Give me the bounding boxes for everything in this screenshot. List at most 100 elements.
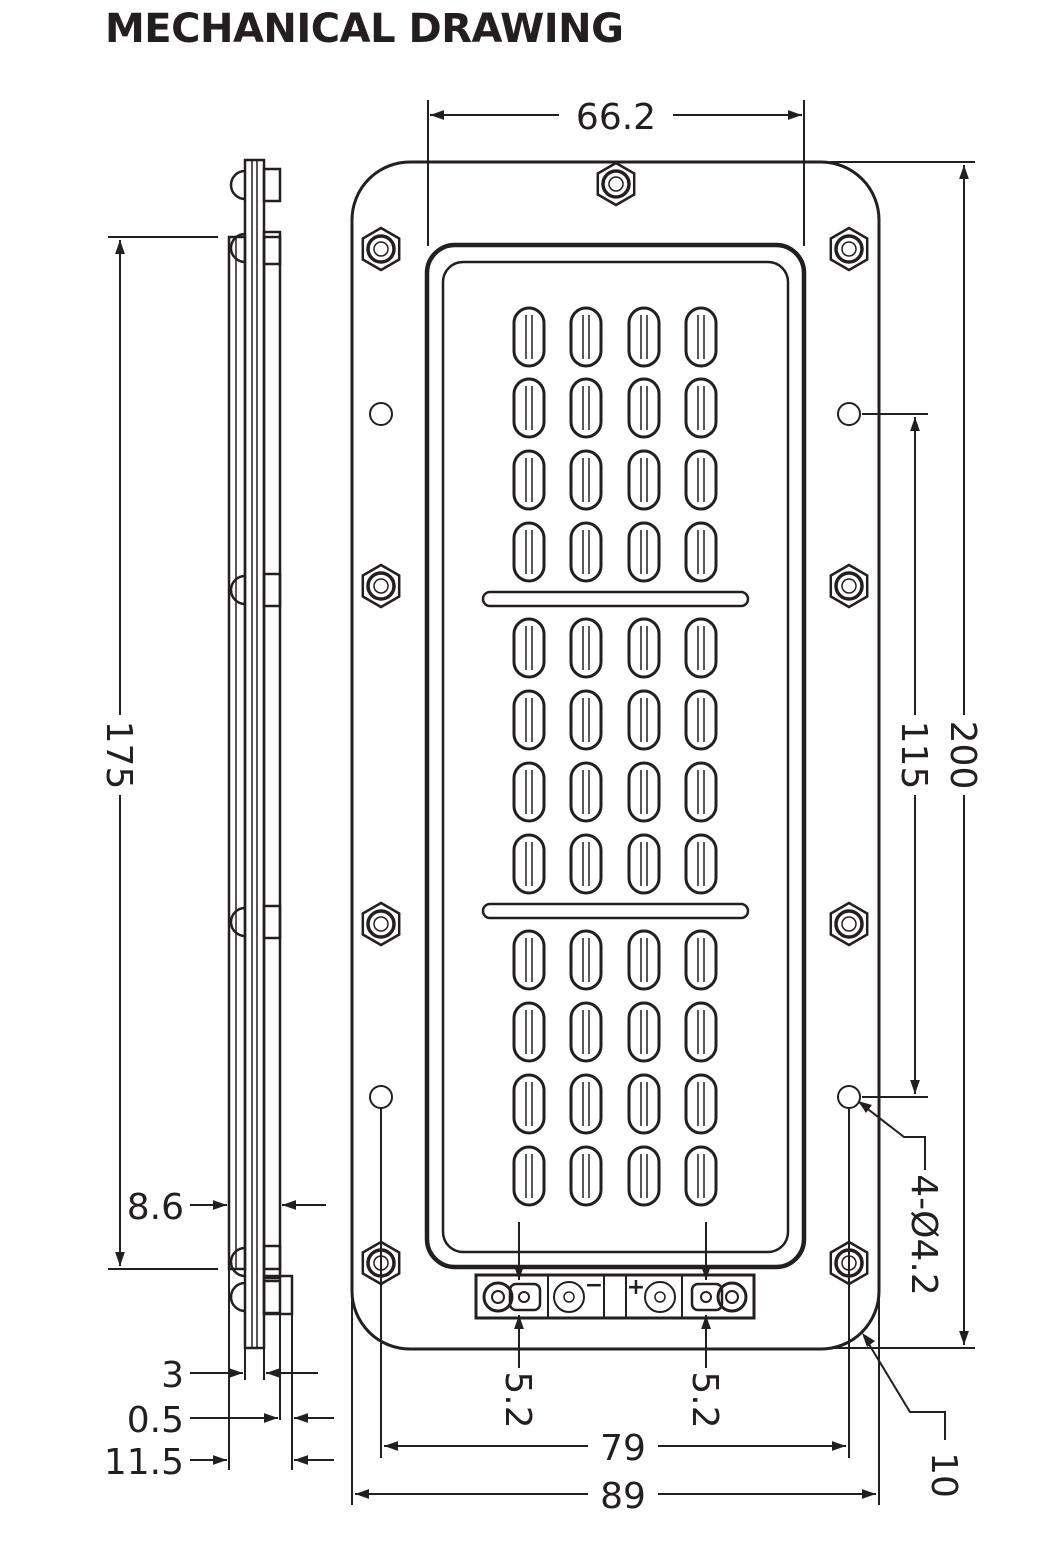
hex-nut-icon <box>596 161 636 207</box>
dim-0-5: 0.5 <box>127 1400 184 1441</box>
slot <box>512 1001 546 1063</box>
slot <box>512 521 546 583</box>
slot <box>512 833 546 895</box>
dim-89: 89 <box>600 1476 646 1517</box>
divider-bar-bottom <box>481 902 750 920</box>
slot <box>627 617 661 679</box>
side-terminal <box>262 1274 294 1316</box>
slot <box>627 1145 661 1207</box>
mounting-hole <box>837 1085 861 1109</box>
terminal-minus-label: − <box>585 1273 603 1298</box>
dimension-labels: 66.2 200 115 175 4-Ø4.2 10 5.2 5.2 8.6 3… <box>98 97 983 1517</box>
hex-nut-icon <box>361 226 401 272</box>
faceplate-outer <box>424 242 807 1270</box>
side-body <box>227 235 247 1271</box>
side-bolt-icon <box>229 230 282 266</box>
dim-66-2: 66.2 <box>576 97 656 138</box>
dim-175: 175 <box>98 721 139 790</box>
dim-5-2-right: 5.2 <box>684 1371 725 1428</box>
side-bolt-icon <box>229 572 282 608</box>
side-bolts <box>229 167 282 1315</box>
slot <box>684 761 718 823</box>
side-bolt-icon <box>229 167 282 203</box>
hex-nut-icon <box>829 901 869 947</box>
slot <box>512 1145 546 1207</box>
page-title: MECHANICAL DRAWING <box>105 6 624 52</box>
slot <box>684 521 718 583</box>
slot <box>684 306 718 368</box>
slot <box>684 929 718 991</box>
slot <box>684 833 718 895</box>
slot <box>569 617 603 679</box>
flange-outline <box>350 160 881 1351</box>
slot <box>569 833 603 895</box>
slot <box>627 521 661 583</box>
dim-200: 200 <box>942 721 983 790</box>
slot <box>569 1001 603 1063</box>
slot <box>569 521 603 583</box>
slot <box>569 1073 603 1135</box>
slot <box>627 377 661 439</box>
slot <box>512 689 546 751</box>
slot <box>512 1073 546 1135</box>
terminal-strip <box>474 1273 756 1320</box>
hex-nut-icon <box>361 563 401 609</box>
hex-nuts <box>361 161 869 1286</box>
slot <box>569 449 603 511</box>
slot <box>627 1073 661 1135</box>
slot <box>512 617 546 679</box>
dim-3: 3 <box>161 1355 184 1396</box>
slot <box>627 833 661 895</box>
mounting-hole <box>369 402 393 426</box>
faceplate-inner <box>441 260 790 1254</box>
slot <box>684 377 718 439</box>
slot-grid <box>512 306 718 1207</box>
dim-holes: 4-Ø4.2 <box>903 1174 944 1295</box>
slot <box>512 929 546 991</box>
slot <box>627 929 661 991</box>
dim-8-6: 8.6 <box>127 1187 184 1228</box>
slot <box>569 929 603 991</box>
mounting-hole <box>837 402 861 426</box>
side-bolt-icon <box>229 1279 282 1315</box>
slot <box>569 1145 603 1207</box>
hex-nut-icon <box>361 901 401 947</box>
slot <box>569 761 603 823</box>
slot <box>512 306 546 368</box>
divider-bar-top <box>481 590 750 608</box>
slot <box>627 449 661 511</box>
dimension-lines <box>108 100 975 1505</box>
side-flange <box>243 158 266 1350</box>
side-bolt-icon <box>229 1244 282 1280</box>
slot <box>512 449 546 511</box>
terminal-plus-label: + <box>627 1275 645 1300</box>
slot <box>569 689 603 751</box>
slot <box>684 689 718 751</box>
slot <box>684 1073 718 1135</box>
front-view <box>350 160 881 1351</box>
dim-10: 10 <box>923 1452 964 1498</box>
dim-11-5: 11.5 <box>104 1442 184 1483</box>
hex-nut-icon <box>829 563 869 609</box>
side-bolt-icon <box>229 904 282 940</box>
slot <box>512 377 546 439</box>
slot <box>512 761 546 823</box>
slot <box>684 1145 718 1207</box>
dim-5-2-left: 5.2 <box>497 1371 538 1428</box>
slot <box>627 1001 661 1063</box>
mounting-hole <box>369 1085 393 1109</box>
slot <box>684 617 718 679</box>
slot <box>684 1001 718 1063</box>
side-view <box>227 158 294 1350</box>
slot <box>684 449 718 511</box>
slot <box>627 689 661 751</box>
slot <box>569 306 603 368</box>
dim-115: 115 <box>893 721 934 790</box>
slot <box>569 377 603 439</box>
side-back <box>262 235 282 1271</box>
slot <box>627 761 661 823</box>
dim-79: 79 <box>600 1428 646 1469</box>
hex-nut-icon <box>829 226 869 272</box>
slot <box>627 306 661 368</box>
